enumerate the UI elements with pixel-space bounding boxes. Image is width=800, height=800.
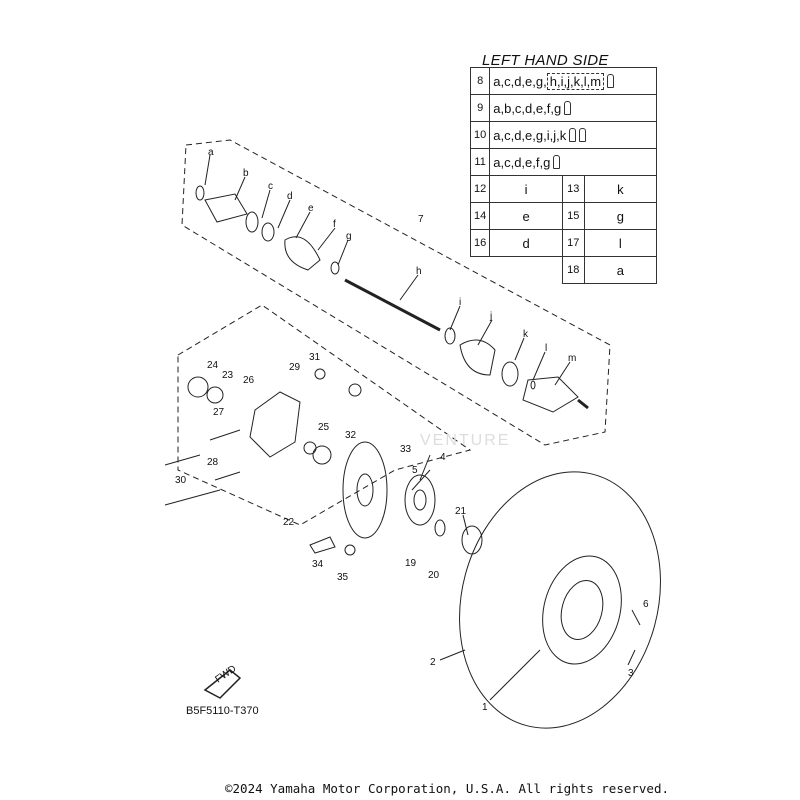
callout-35: 35 (337, 572, 349, 583)
table-row: 10 a,c,d,e,g,i,j,k (469, 121, 658, 149)
callout-22: 22 (283, 517, 295, 528)
row-codes: a,c,d,e,g, (493, 73, 547, 89)
callout-c: c (268, 181, 273, 192)
callout-25: 25 (318, 422, 330, 433)
bolt-icon (553, 154, 561, 169)
callout-34: 34 (312, 559, 324, 570)
row-value: l (583, 229, 658, 257)
fwd-arrow-shape (203, 669, 242, 699)
callout-30: 30 (175, 475, 187, 486)
table-row: 14 e 15 g (469, 202, 658, 230)
row-value: a (583, 256, 658, 284)
callout-19: 19 (405, 558, 417, 569)
callout-g: g (346, 231, 352, 242)
bolt-icon (569, 127, 577, 142)
row-value: g (583, 202, 658, 230)
bolt-icon (607, 73, 615, 88)
watermark: VENTURE (420, 432, 511, 449)
hub (404, 474, 436, 526)
callout-m: m (568, 353, 576, 364)
row-num: 10 (469, 121, 491, 149)
row-num: 18 (561, 256, 585, 284)
callout-1: 1 (482, 702, 488, 713)
callout-d: d (287, 191, 293, 202)
callout-23: 23 (222, 370, 234, 381)
callout-32: 32 (345, 430, 357, 441)
diagram-code: B5F5110-T370 (186, 705, 259, 717)
row-value: d (489, 229, 563, 257)
drive-shaft (195, 185, 589, 413)
bracket-bolt (344, 544, 356, 556)
callout-7: 7 (418, 214, 424, 225)
bracket (309, 536, 336, 554)
table-row: 18 a (471, 256, 658, 284)
callout-29: 29 (289, 362, 301, 373)
callout-e: e (308, 203, 314, 214)
callout-24: 24 (207, 360, 219, 371)
driveshaft-assembly-outline (181, 139, 611, 446)
callout-20: 20 (428, 570, 440, 581)
knuckle-assembly-outline (177, 304, 472, 526)
bolt-icon (579, 127, 587, 142)
leader-lines (204, 154, 641, 701)
callout-26: 26 (243, 375, 255, 386)
washer (434, 519, 446, 537)
table-row: 12 i 13 k (469, 175, 658, 203)
callout-l: l (545, 343, 547, 354)
row-num: 16 (469, 229, 491, 257)
table-row: 9 a,b,c,d,e,f,g (469, 94, 658, 122)
callout-a: a (208, 147, 214, 158)
copyright-notice: ©2024 Yamaha Motor Corporation, U.S.A. A… (225, 781, 670, 796)
row-value: k (583, 175, 658, 203)
row-num: 11 (469, 148, 491, 176)
callout-28: 28 (207, 457, 219, 468)
row-num: 9 (469, 94, 491, 122)
row-value: e (489, 202, 563, 230)
callout-3: 3 (628, 668, 634, 679)
row-codes: a,c,d,e,f,g (493, 154, 551, 170)
row-codes: a,b,c,d,e,f,g (493, 100, 562, 116)
callout-5: 5 (412, 465, 418, 476)
callout-j: j (489, 311, 492, 322)
left-hand-side-table: 8 a,c,d,e,g,h,i,j,k,l,m 9 a,b,c,d,e,f,g … (469, 67, 658, 284)
callout-4: 4 (440, 452, 446, 463)
callout-k: k (523, 329, 529, 340)
row-num: 13 (561, 175, 585, 203)
row-codes: a,c,d,e,g,i,j,k (493, 127, 567, 143)
table-row: 8 a,c,d,e,g,h,i,j,k,l,m (469, 67, 658, 95)
callout-i: i (459, 297, 461, 308)
row-num: 15 (561, 202, 585, 230)
brake-disc (342, 441, 388, 539)
fwd-label: FWD (213, 663, 238, 685)
callout-h: h (416, 266, 422, 277)
knuckle (187, 368, 362, 465)
row-num: 14 (469, 202, 491, 230)
callout-f: f (333, 219, 336, 230)
row-num: 17 (561, 229, 585, 257)
row-highlight-codes: h,i,j,k,l,m (546, 72, 605, 90)
row-value: i (489, 175, 563, 203)
callout-21: 21 (455, 506, 467, 517)
left-hand-side-title: LEFT HAND SIDE (482, 52, 609, 69)
wheel-tire (459, 471, 661, 729)
callout-b: b (243, 168, 249, 179)
row-num: 8 (469, 67, 491, 95)
callout-27: 27 (213, 407, 225, 418)
row-num: 12 (469, 175, 491, 203)
bolt-icon (564, 100, 572, 115)
callout-31: 31 (309, 352, 321, 363)
callout-2: 2 (430, 657, 436, 668)
callout-6: 6 (643, 599, 649, 610)
bolts (164, 429, 241, 506)
table-row: 11 a,c,d,e,f,g (469, 148, 658, 176)
callout-33: 33 (400, 444, 412, 455)
table-row: 16 d 17 l (469, 229, 658, 257)
